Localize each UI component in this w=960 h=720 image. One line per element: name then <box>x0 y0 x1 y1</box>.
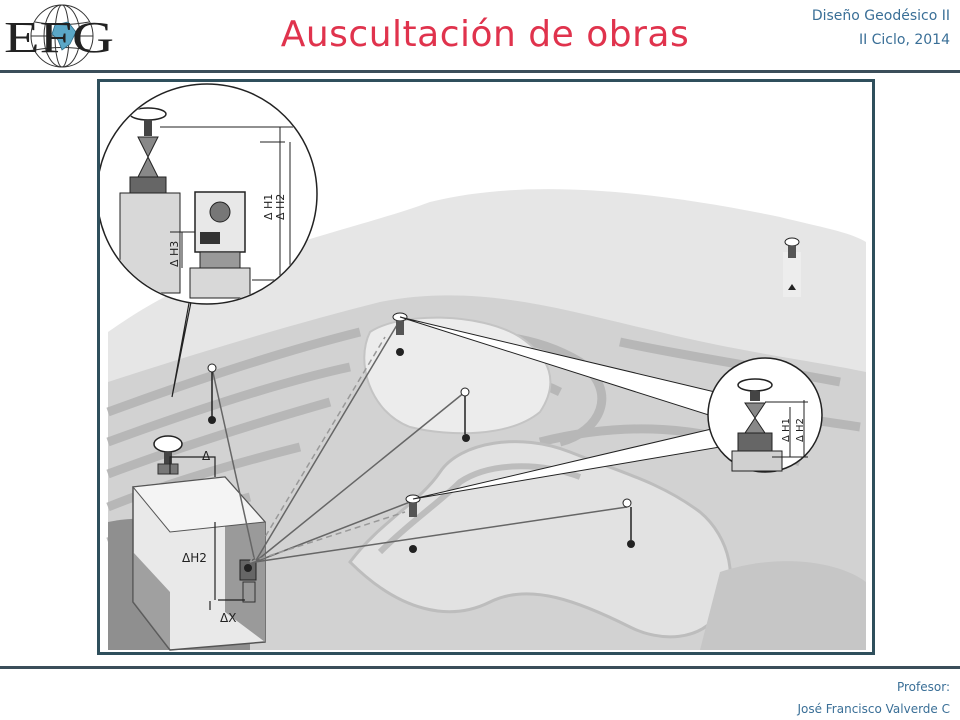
course-term: II Ciclo, 2014 <box>858 32 950 48</box>
course-name: Diseño Geodésico II <box>811 8 950 24</box>
professor-name: José Francisco Valverde C <box>797 702 950 716</box>
label-dh2-top: Δ H2 <box>274 194 287 220</box>
label-delta: Δ <box>202 449 211 463</box>
label-dh1-top: Δ H1 <box>262 194 275 220</box>
label-dh2-block: ΔH2 <box>182 551 207 565</box>
label-dh2-right: Δ H2 <box>795 418 806 442</box>
ridge-winding-inner <box>377 463 582 555</box>
slide-title: Auscultación de obras <box>280 14 690 55</box>
target-prism-3 <box>622 498 635 548</box>
logo-text: EFG <box>4 13 114 62</box>
efg-logo: EFG <box>4 4 114 68</box>
target-far-right <box>783 237 801 297</box>
target-prism-2 <box>460 387 470 442</box>
professor-label: Profesor: <box>896 680 950 694</box>
zoom-detail-right: Δ H1 Δ H2 <box>707 357 823 473</box>
total-station-main <box>239 559 257 603</box>
label-dh3-top: Δ H3 <box>168 241 181 267</box>
reference-block <box>132 476 267 651</box>
header-divider <box>0 70 960 73</box>
ridge-winding <box>348 440 732 639</box>
gnss-antenna-main <box>153 435 183 475</box>
zoom-detail-top: Δ H1 Δ H2 Δ H3 <box>100 83 318 305</box>
course-info: Diseño Geodésico II II Ciclo, 2014 <box>812 4 950 52</box>
illustration-svg: Δ ΔH2 ΔX <box>100 82 872 652</box>
sight-lines <box>211 319 628 563</box>
label-dh1-right: Δ H1 <box>781 418 792 442</box>
footer-divider <box>0 666 960 669</box>
target-prism-1 <box>207 363 217 424</box>
label-dx-block: ΔX <box>220 611 236 625</box>
professor-info: Profesor: José Francisco Valverde C <box>797 676 950 720</box>
monitoring-illustration: Δ ΔH2 ΔX <box>97 79 875 655</box>
